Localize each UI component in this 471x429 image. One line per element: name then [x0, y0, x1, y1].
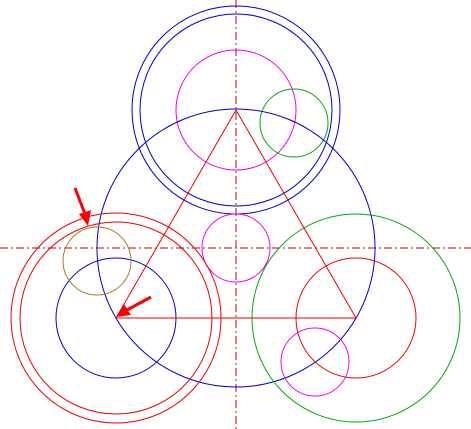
- top-right-green-circle: [259, 88, 329, 158]
- left-olive-circle: [62, 226, 132, 296]
- right-lower-magenta-circle: [280, 327, 350, 397]
- lower-arrow: [116, 295, 152, 317]
- top-magenta-circle: [175, 49, 297, 171]
- upper-arrow: [73, 187, 91, 226]
- center-magenta-circle: [201, 213, 271, 283]
- triangle: [115, 108, 357, 319]
- top-inner-blue-circle: [139, 13, 333, 207]
